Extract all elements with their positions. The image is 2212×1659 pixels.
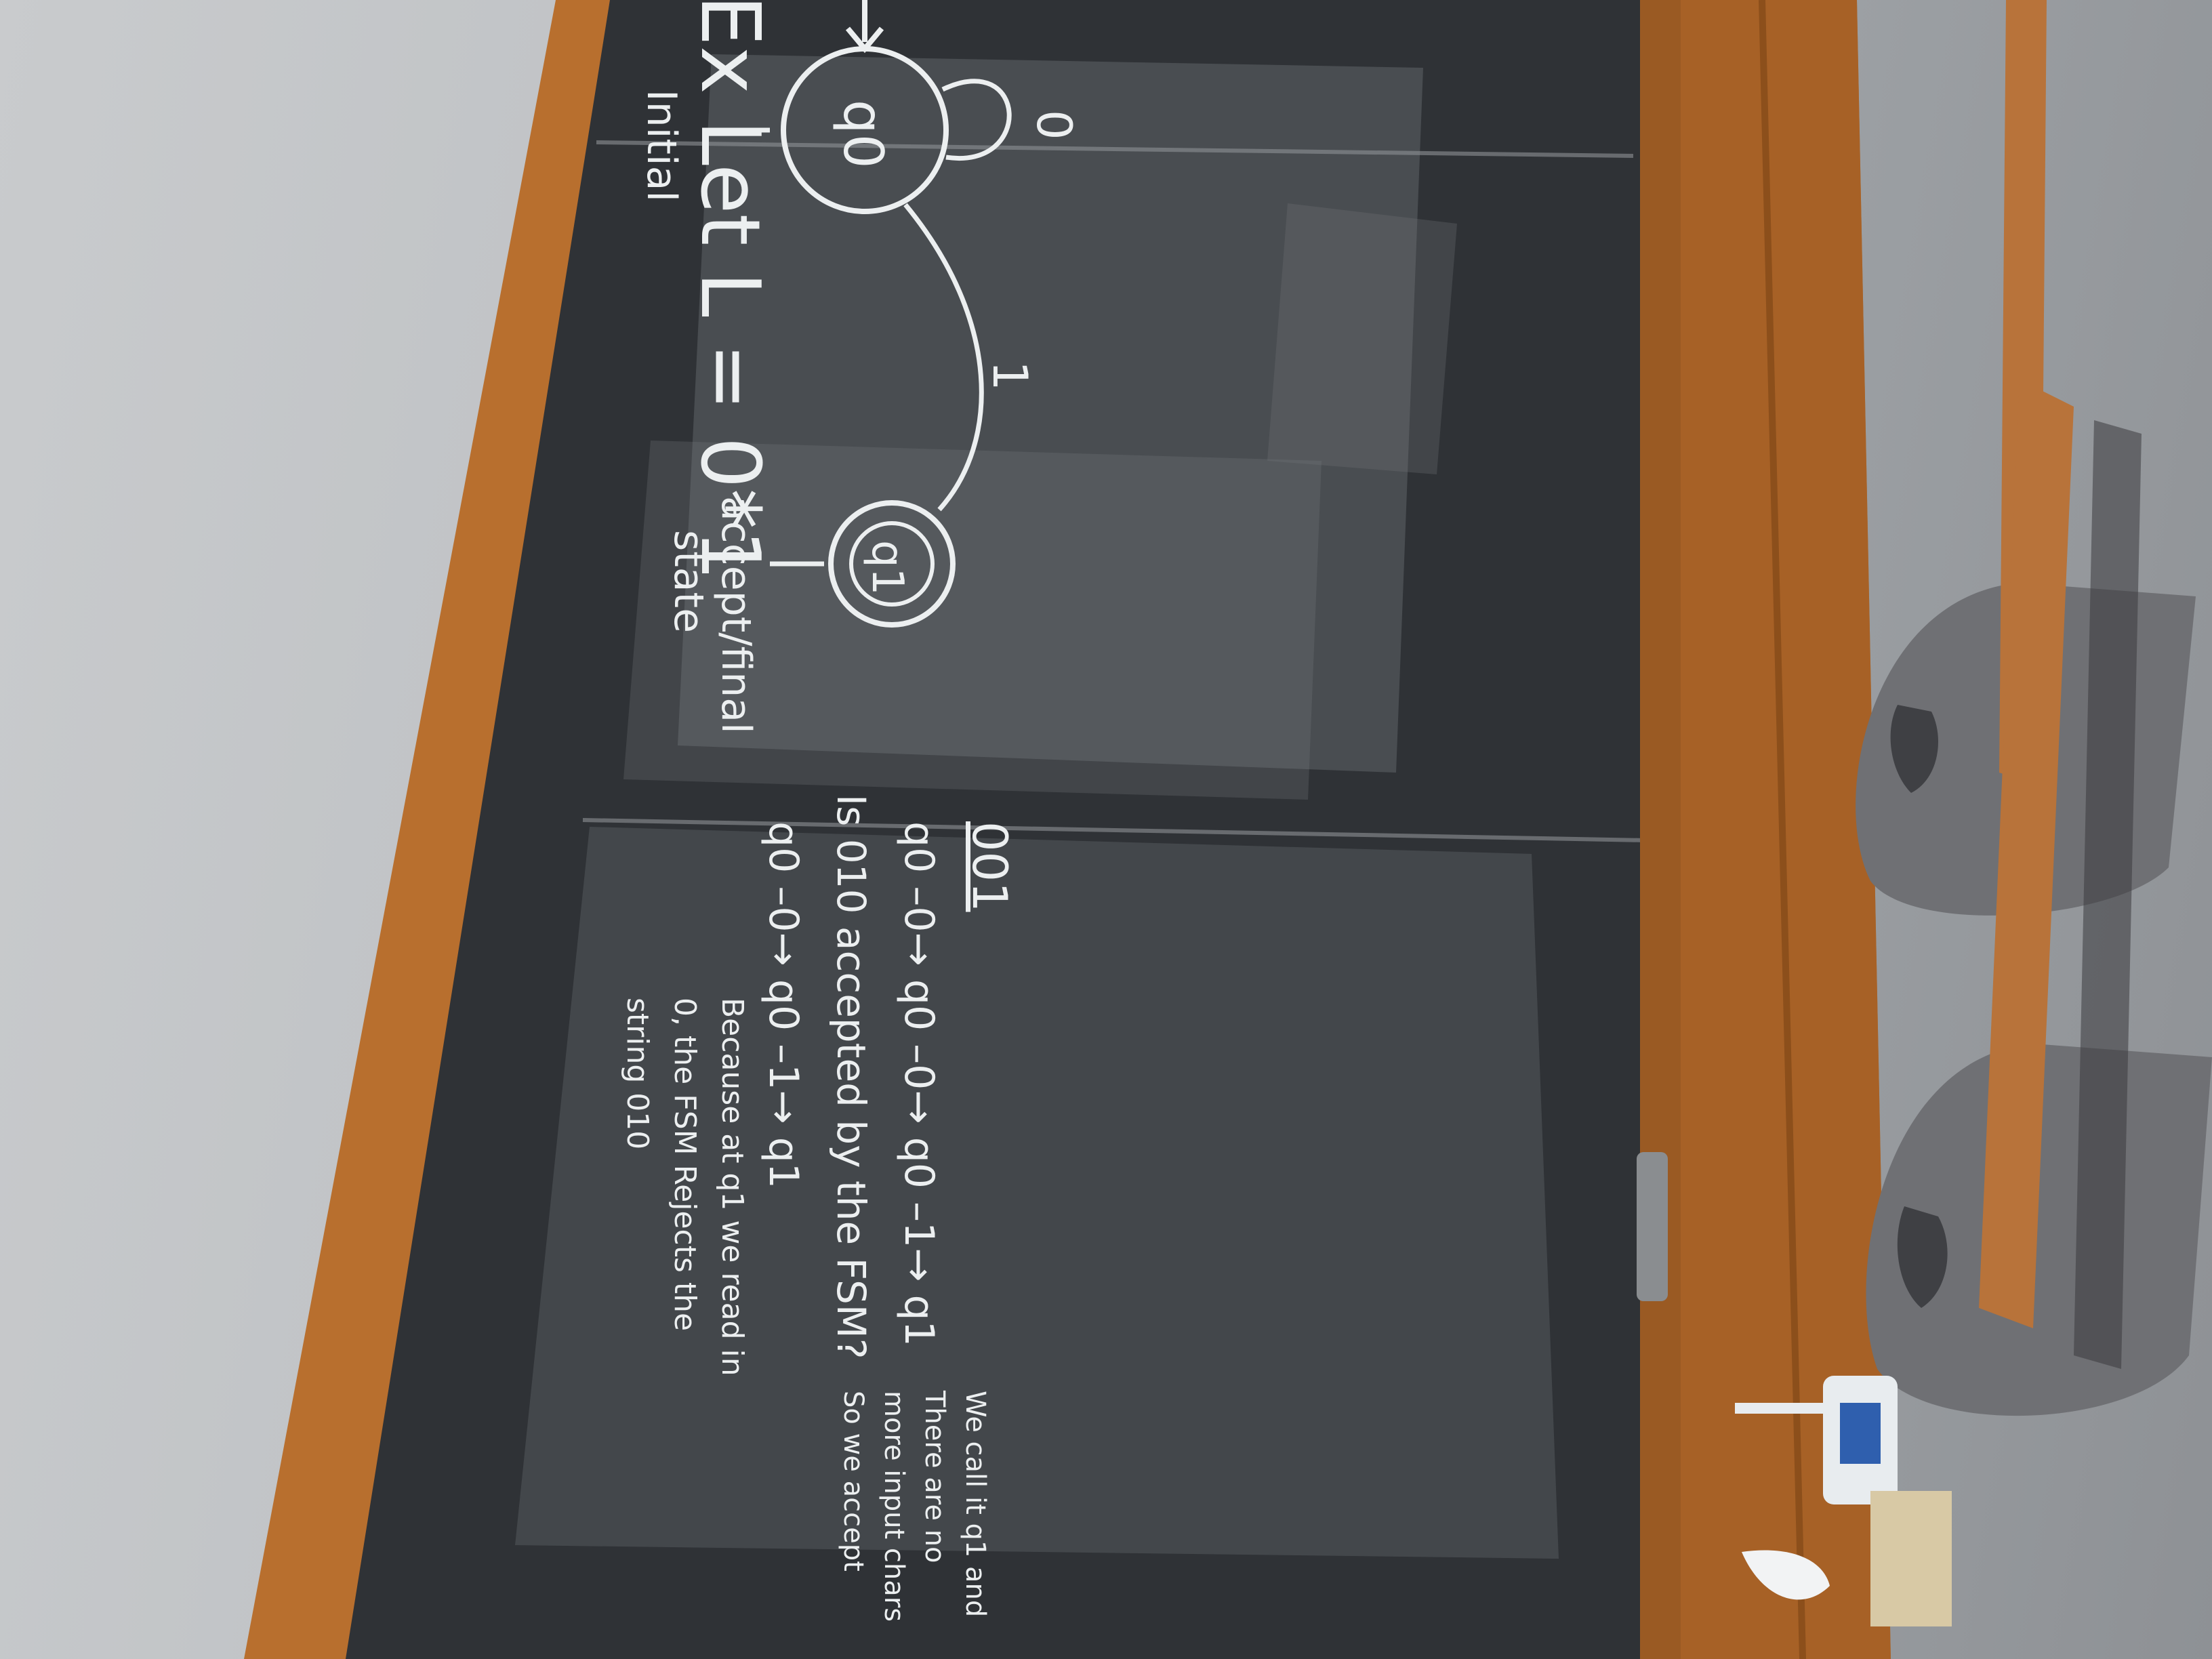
string-example: 001 — [962, 821, 1017, 912]
notes-1b: There are no — [919, 1390, 950, 1563]
chalk-tray — [1640, 0, 1681, 1659]
state-q1 — [828, 500, 956, 628]
state-q0-label: q0 — [832, 100, 895, 169]
notes-2b: 0, the FSM Rejects the — [668, 998, 702, 1331]
self-loop-label: 0 — [1026, 110, 1082, 140]
trace-line-2: q0 –0→ q0 –1→ q1 — [760, 821, 807, 1189]
notes-1d: So we accept — [838, 1391, 869, 1572]
notes-1c: more input chars — [878, 1391, 909, 1622]
edge-label: 1 — [982, 361, 1038, 391]
desk-2 — [1979, 380, 2074, 1328]
chalk-writing: Ex Let L = 0*1 q0 0 1 q1 Initial accept/… — [620, 0, 1082, 1622]
notes-2c: string 010 — [620, 998, 655, 1149]
question-line: Is 010 accepted by the FSM? — [828, 794, 874, 1359]
trace-line-1: q0 –0→ q0 –0→ q0 –1→ q1 — [895, 821, 943, 1347]
board-title: Ex Let L = 0*1 — [682, 0, 777, 581]
state-q1-label: q1 — [862, 540, 912, 595]
notes-1a: We call it q1 and — [960, 1391, 991, 1617]
label-accept-line1: accept/final — [712, 496, 760, 734]
eraser — [1637, 1152, 1668, 1301]
board-frame-shadow — [1626, 0, 1891, 1659]
label-initial: Initial — [638, 89, 685, 202]
notes-2a: Because at q1 we read in — [715, 998, 750, 1376]
tissue-box — [1870, 1491, 1952, 1626]
label-accept-line2: state — [665, 530, 712, 633]
